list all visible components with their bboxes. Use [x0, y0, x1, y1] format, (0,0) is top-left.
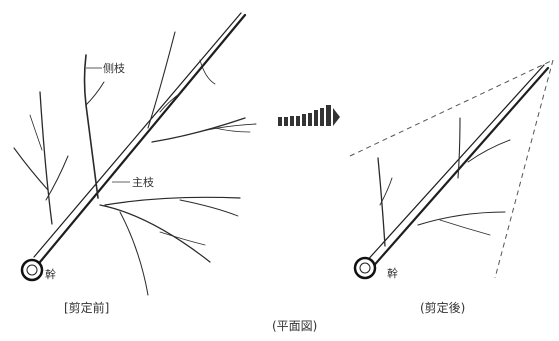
- tree-before-pruning: 侧枝 主枝 幹 [剪定前]: [14, 13, 256, 315]
- lower-branches-before: [100, 197, 240, 295]
- main-branch-label: 主枝: [132, 175, 154, 189]
- secondary-branches-before: [148, 32, 256, 142]
- trunk-cross-section-before: [22, 260, 42, 280]
- trunk-label-after: 幹: [387, 266, 398, 280]
- lateral-branch-before: [85, 55, 105, 198]
- main-branch-before: [34, 13, 245, 262]
- left-branches-before: [14, 92, 68, 224]
- caption-before-pruning: [剪定前]: [64, 300, 109, 315]
- trunk-cross-section-after: [355, 258, 375, 278]
- tree-after-pruning: 幹 (剪定後): [350, 60, 553, 315]
- figure-caption-plan-view: (平面図): [272, 319, 317, 333]
- transition-arrow: [278, 105, 340, 126]
- trunk-label-before: 幹: [45, 267, 56, 281]
- caption-after-pruning: (剪定後): [420, 300, 465, 315]
- lateral-branch-label: 侧枝: [103, 61, 125, 75]
- main-branch-after: [364, 65, 548, 270]
